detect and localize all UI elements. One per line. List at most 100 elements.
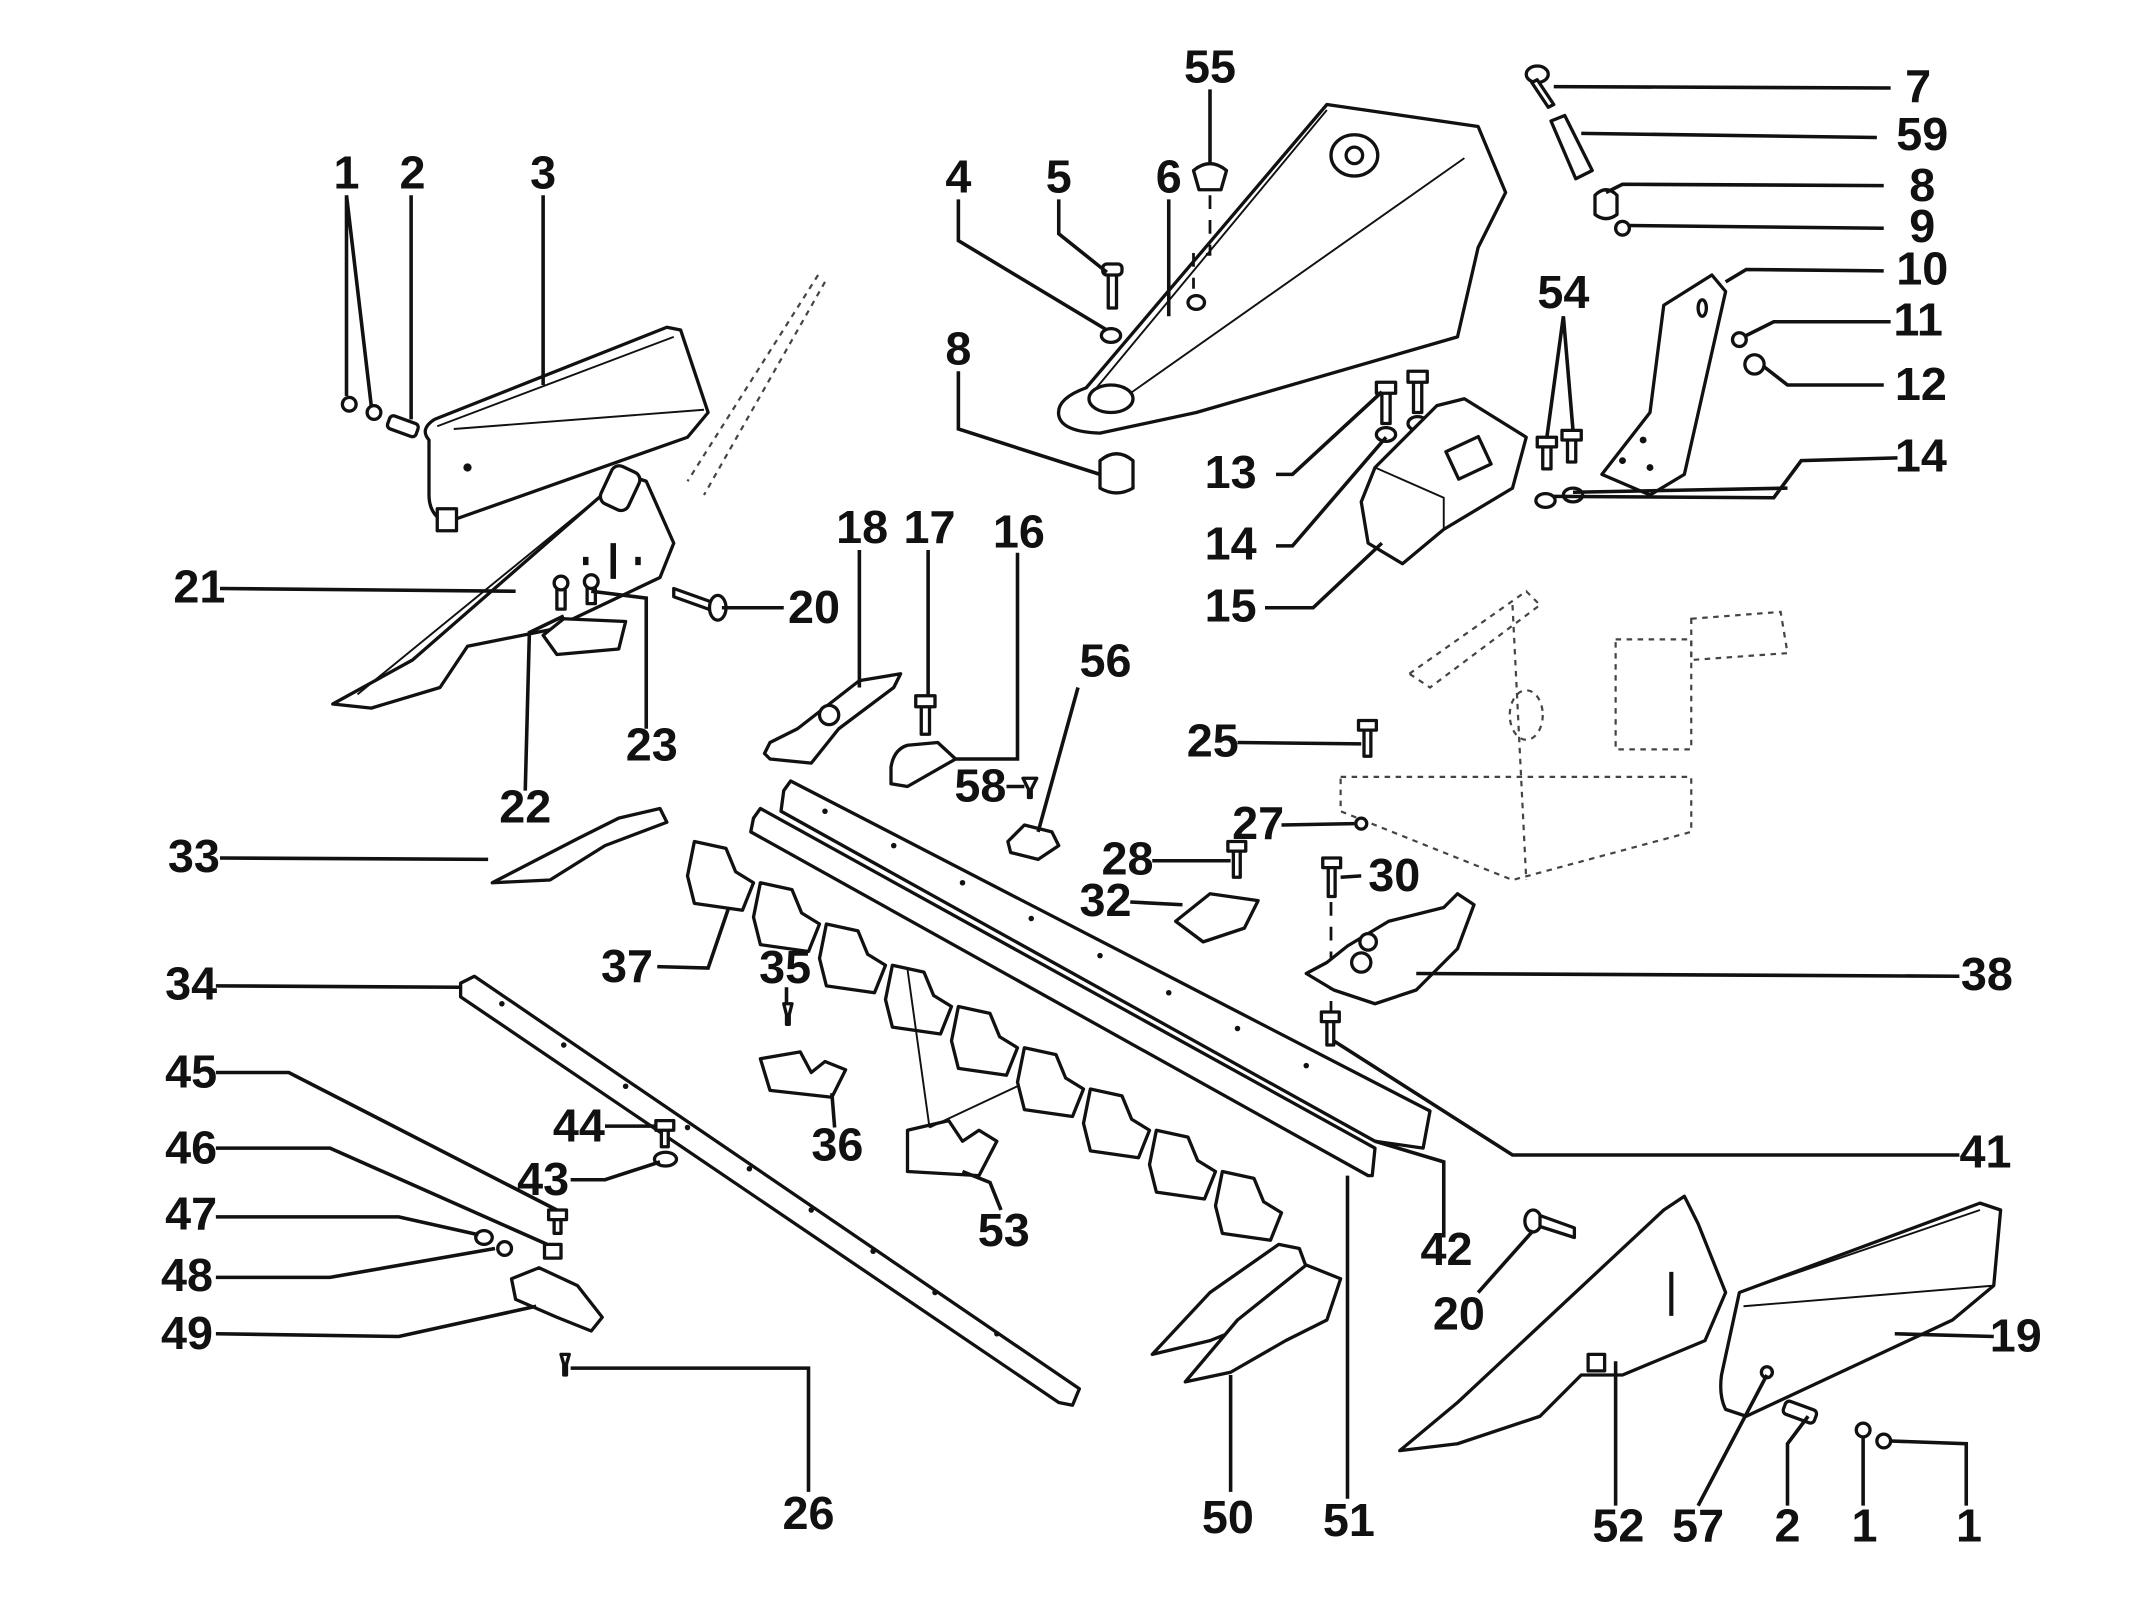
callout-5: 5 [1046, 151, 1072, 203]
callout-13: 13 [1205, 446, 1257, 498]
callout-45: 45 [165, 1046, 217, 1098]
part-38-guard [1304, 892, 1476, 1006]
ghost-drive-assembly [1339, 589, 1789, 882]
callout-53: 53 [978, 1204, 1030, 1256]
part-34-wear-plate [458, 974, 1082, 1407]
callout-48: 48 [161, 1249, 213, 1301]
part-22-23-bracket [541, 573, 628, 657]
callout-43: 43 [517, 1153, 569, 1205]
part-3-divider-shield [423, 325, 710, 533]
callout-25: 25 [1187, 714, 1239, 766]
part-36-knife-section [758, 1050, 848, 1099]
part-1-2-fasteners-right [1781, 1399, 1893, 1450]
part-16-plate [889, 740, 958, 789]
part-42-cutter-bar [749, 779, 1432, 1178]
washer [1186, 293, 1207, 312]
part-17-bolt [914, 694, 937, 736]
knife-section [685, 839, 756, 912]
leader-lines [215, 84, 1994, 1507]
part-8-bushing [1098, 452, 1135, 495]
part-35-rivet [782, 1002, 794, 1027]
callout-2: 2 [399, 146, 425, 198]
callout-8: 8 [1909, 159, 1935, 211]
knife-section [949, 1004, 1020, 1077]
callout-28: 28 [1101, 833, 1153, 885]
part-14-washer [1534, 491, 1557, 510]
knife-section [1213, 1169, 1284, 1242]
callout-1: 1 [333, 146, 359, 198]
knife-section [817, 922, 888, 995]
callout-7: 7 [1905, 60, 1931, 112]
knife-section [1015, 1046, 1086, 1119]
callout-58: 58 [954, 760, 1006, 812]
callout-55: 55 [1184, 41, 1236, 93]
callout-26: 26 [782, 1487, 834, 1539]
part-12-nut [1743, 353, 1766, 376]
callout-15: 15 [1205, 580, 1257, 632]
callout-49: 49 [161, 1307, 213, 1359]
callout-4: 4 [945, 151, 971, 203]
callout-57: 57 [1672, 1499, 1724, 1551]
leader-dash-55 [1192, 195, 1212, 289]
part-26-bolt [559, 1352, 571, 1377]
callout-6: 6 [1156, 151, 1182, 203]
callout-51: 51 [1323, 1494, 1375, 1546]
callout-27: 27 [1232, 797, 1284, 849]
part-7-59-8-9-pin-set [1524, 64, 1632, 237]
callout-41: 41 [1959, 1125, 2011, 1177]
callout-32: 32 [1079, 874, 1131, 926]
callout-22: 22 [499, 780, 551, 832]
part-41-bolt [1319, 1010, 1341, 1047]
part-6-gearbox-cover [1056, 102, 1508, 435]
callout-50: 50 [1202, 1491, 1254, 1543]
callout-47: 47 [165, 1187, 217, 1239]
callout-3: 3 [530, 146, 556, 198]
part-55-cap [1191, 161, 1229, 192]
part-20-bolt [672, 586, 728, 622]
part-5-4-bolt-washer [1099, 262, 1124, 345]
part-32-plate [1173, 892, 1260, 944]
part-1-2-fasteners-left [340, 395, 420, 439]
callout-38: 38 [1961, 948, 2013, 1000]
callout-11: 11 [1893, 294, 1942, 346]
callout-34: 34 [165, 958, 217, 1010]
callout-54: 54 [1537, 266, 1589, 318]
part-37-knife-sections [685, 839, 1284, 1242]
callout-30: 30 [1368, 849, 1420, 901]
callout-36: 36 [811, 1119, 863, 1171]
part-52-inner-shoe [1398, 1194, 1728, 1453]
knife-section [751, 881, 822, 954]
callout-16: 16 [993, 505, 1045, 557]
callout-21: 21 [173, 560, 225, 612]
callout-33: 33 [168, 830, 220, 882]
part-28-bolt [1226, 839, 1248, 879]
part-54-bolts [1535, 428, 1583, 471]
leader-53-knife [906, 969, 1018, 1129]
callout-1-right-a: 1 [1851, 1499, 1877, 1551]
part-27-nut [1354, 816, 1369, 831]
part-33-guard-finger [490, 806, 669, 885]
part-10-bracket [1600, 273, 1728, 497]
part-30-bolt [1321, 856, 1343, 899]
knife-section [1081, 1087, 1152, 1160]
part-19-divider-shield [1719, 1201, 2003, 1418]
callout-labels: 1 2 3 4 5 6 55 7 59 8 9 10 11 12 54 8 13… [161, 41, 2042, 1552]
ghost-rod [686, 274, 826, 496]
part-18-clip [762, 672, 903, 765]
part-11-washer [1730, 331, 1748, 349]
callout-12: 12 [1895, 358, 1947, 410]
callout-20: 20 [788, 581, 840, 633]
callout-42: 42 [1420, 1223, 1472, 1275]
callout-14-right: 14 [1895, 430, 1947, 482]
callout-19: 19 [1990, 1310, 2042, 1362]
callout-52: 52 [1592, 1499, 1644, 1551]
part-13-bolts [1374, 369, 1429, 444]
part-25-bolt [1356, 718, 1379, 758]
part-53-knife-section [905, 1118, 999, 1178]
callout-2-right: 2 [1774, 1499, 1800, 1551]
callout-9: 9 [1909, 200, 1935, 252]
part-45-49-hold-down [474, 1208, 604, 1333]
callout-23: 23 [626, 718, 678, 770]
callout-10: 10 [1896, 243, 1948, 295]
